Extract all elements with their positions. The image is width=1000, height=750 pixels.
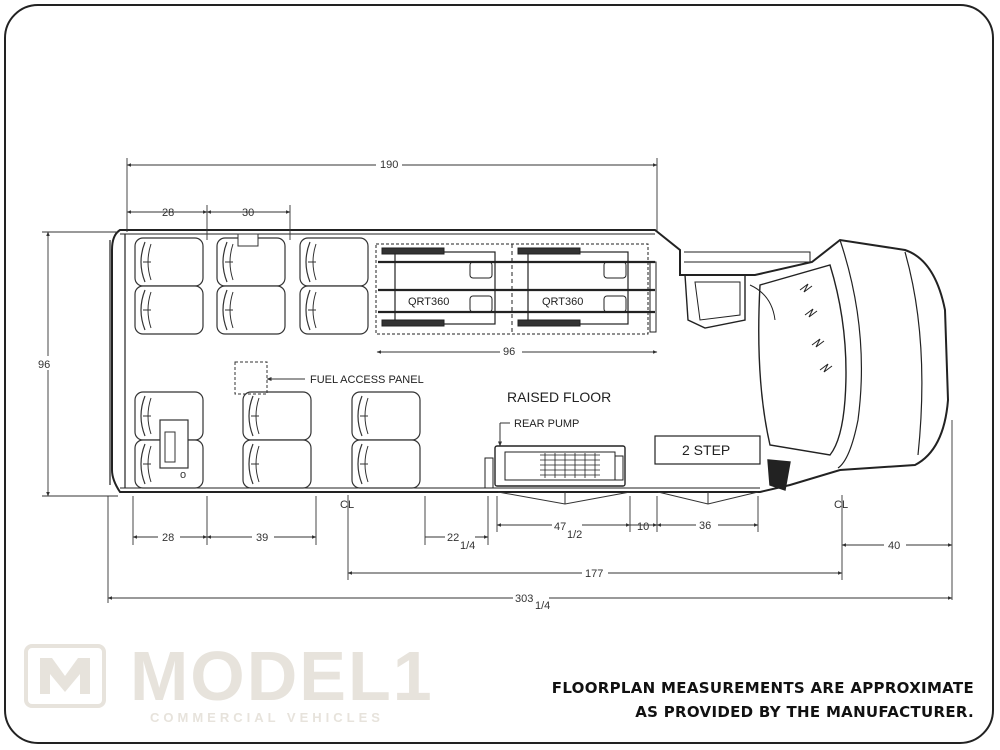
dim-front-overhang: 40 [888, 540, 900, 552]
brand-tagline: COMMERCIAL VEHICLES [150, 710, 384, 725]
disclaimer-line-1: FLOORPLAN MEASUREMENTS ARE APPROXIMATE [551, 679, 974, 697]
centerline-rear: CL [340, 499, 354, 511]
dim-overall-length: 303 [515, 593, 533, 605]
image-frame [4, 4, 994, 744]
brand-name: MODEL [130, 637, 393, 715]
rear-pump-label: REAR PUMP [514, 418, 579, 430]
dim-pump-width: 47 [554, 521, 566, 533]
dim-rear-to-seat: 28 [162, 532, 174, 544]
dimension-labels: 190 28 30 96 96 28 39 22 1/4 47 1/2 10 3… [36, 157, 906, 612]
seat-row-upper [134, 233, 369, 335]
centerline-markers: CL CL [340, 499, 848, 511]
dim-width: 96 [38, 359, 50, 371]
svg-text:o: o [180, 469, 186, 481]
dim-axle-to-pump-frac: 1/4 [460, 540, 475, 552]
dim-axle-to-pump: 22 [447, 532, 459, 544]
dim-gap: 10 [637, 521, 649, 533]
fuel-access-panel [234, 361, 268, 395]
dim-seat-pitch-left: 28 [162, 207, 174, 219]
step-well [654, 435, 761, 465]
dim-seat-pitch-right: 30 [242, 207, 254, 219]
disclaimer-line-2: AS PROVIDED BY THE MANUFACTURER. [635, 703, 974, 721]
dim-step-width: 36 [699, 520, 711, 532]
dim-lift-length: 96 [503, 346, 515, 358]
wheelchair-securement-area [375, 243, 657, 335]
bus-body-outline [109, 229, 950, 493]
dim-overall-interior: 190 [380, 159, 398, 171]
seat-row-lower: o [134, 391, 421, 489]
qrt-label-b: QRT360 [542, 296, 583, 308]
rear-pump-unit [484, 445, 626, 489]
step-label: 2 STEP [682, 442, 730, 458]
dim-pump-width-frac: 1/2 [567, 529, 582, 541]
disclaimer: FLOORPLAN MEASUREMENTS ARE APPROXIMATE A… [552, 676, 974, 724]
dim-wheelbase: 177 [585, 568, 603, 580]
door-swing-lines [497, 491, 759, 505]
qrt-label-a: QRT360 [408, 296, 449, 308]
fuel-access-label: FUEL ACCESS PANEL [310, 374, 424, 386]
centerline-front: CL [834, 499, 848, 511]
dim-seat-to-seat: 39 [256, 532, 268, 544]
brand-numeral: 1 [392, 637, 434, 715]
cab-area [684, 239, 923, 491]
dim-overall-length-frac: 1/4 [535, 600, 550, 612]
raised-floor-label: RAISED FLOOR [507, 389, 611, 405]
model1-emblem-icon [24, 644, 106, 708]
brand-logo: MODEL1 COMMERCIAL VEHICLES [22, 637, 432, 730]
